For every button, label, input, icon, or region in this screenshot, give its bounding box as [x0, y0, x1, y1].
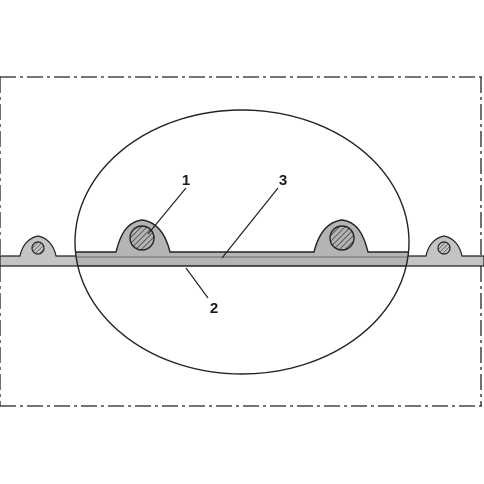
- detail-ellipse-bg: [75, 110, 409, 374]
- helix-wire-2: [329, 225, 355, 251]
- helix-wire-1: [129, 225, 155, 251]
- leader-2: [185, 267, 209, 299]
- hose-wall-outer-strip: [0, 235, 484, 267]
- section-frame: [0, 76, 484, 407]
- detail-ellipse: [74, 109, 410, 375]
- leader-3: [221, 187, 279, 259]
- callout-1: 1: [182, 172, 190, 189]
- helix-wire-right: [437, 241, 451, 255]
- leader-lines: [147, 187, 279, 299]
- leader-1: [147, 187, 187, 235]
- helix-wire-left: [31, 241, 45, 255]
- callout-3: 3: [279, 172, 287, 189]
- callout-2: 2: [210, 300, 218, 317]
